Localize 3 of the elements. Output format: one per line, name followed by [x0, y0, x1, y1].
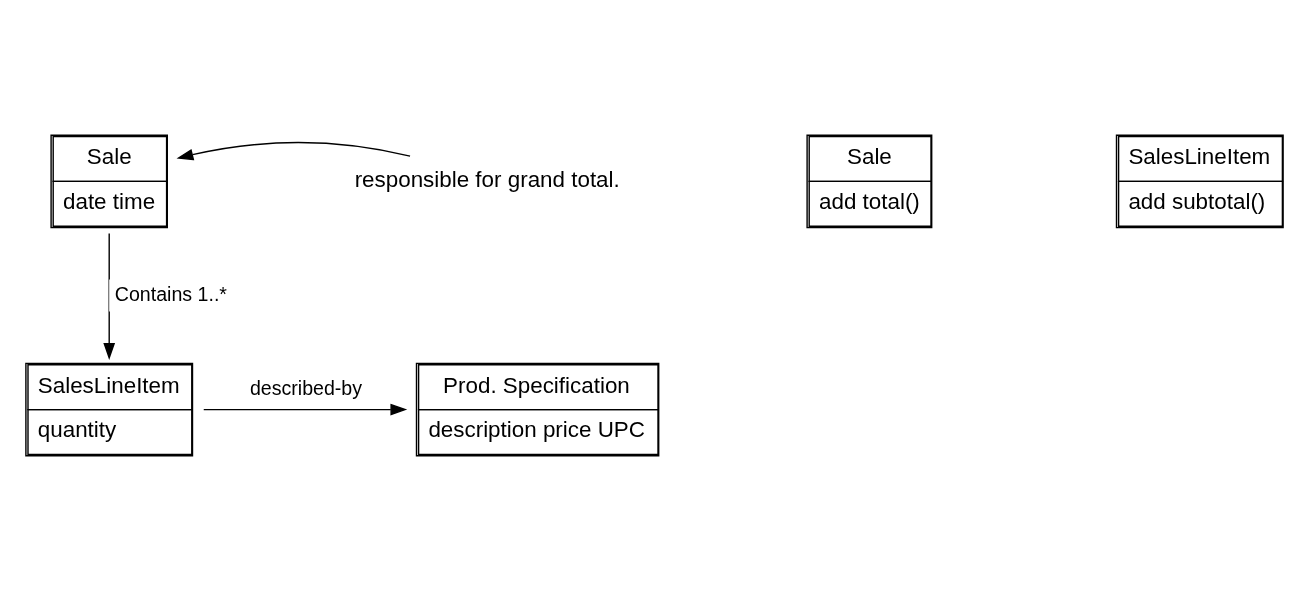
edge-label: Contains 1..* [114, 283, 227, 306]
node-text: responsible for grand total. [354, 166, 620, 192]
edge-label: described-by [249, 377, 363, 400]
